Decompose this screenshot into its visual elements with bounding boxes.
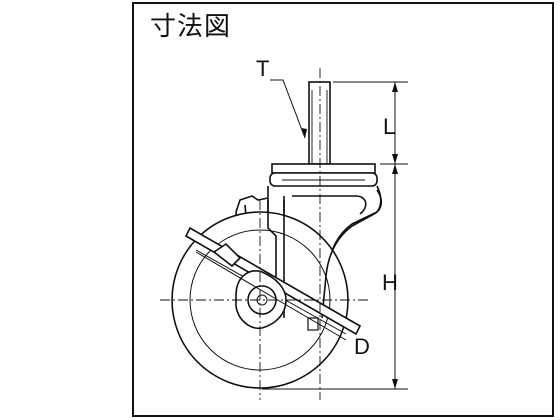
dimension-arrows [301, 82, 398, 389]
label-t: T [256, 56, 269, 81]
page-title: 寸法図 [150, 12, 232, 42]
label-h: H [382, 270, 398, 295]
dimension-lines [262, 79, 408, 390]
label-d: D [354, 334, 370, 359]
label-l: L [383, 114, 395, 139]
top-plate [269, 163, 378, 187]
threaded-stem [308, 81, 331, 165]
caster-outline [171, 81, 383, 389]
drawing-border [132, 2, 554, 417]
center-lines [160, 68, 370, 400]
axle-hub [235, 270, 287, 330]
